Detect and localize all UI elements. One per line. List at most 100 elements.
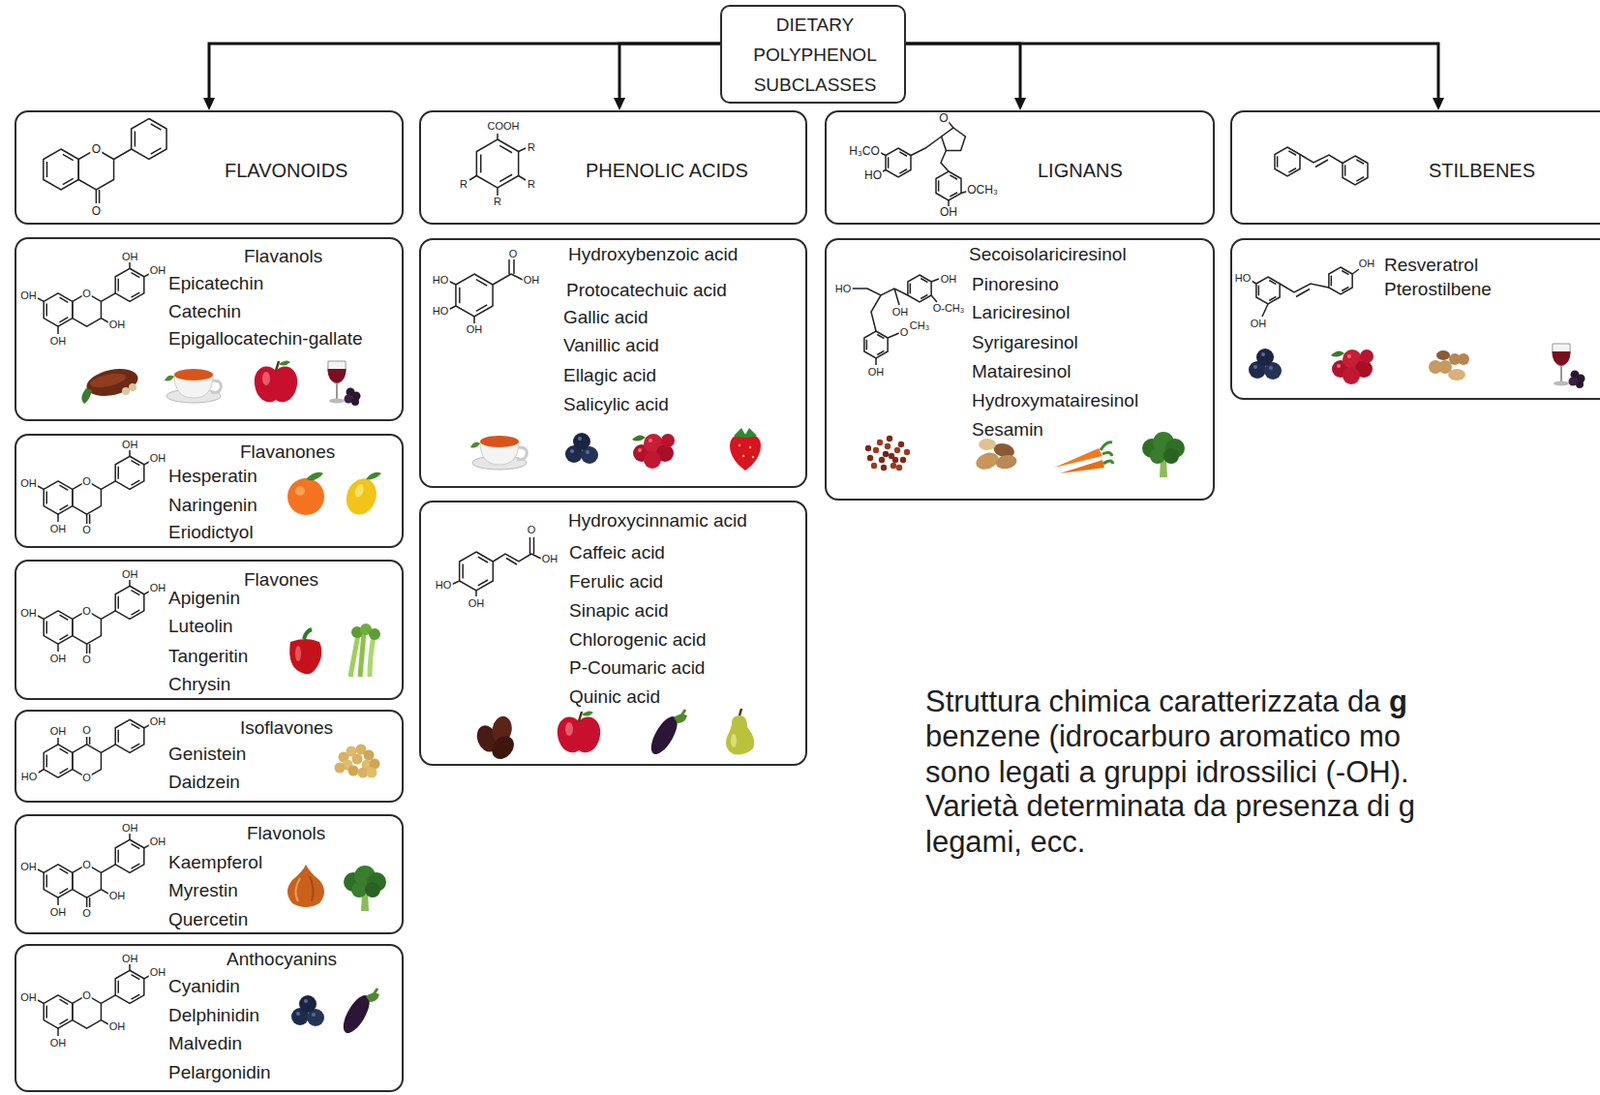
molecule-drawings bbox=[128, 450, 131, 456]
subclass-box: IsoflavonesGenisteinDaidzein bbox=[14, 709, 404, 803]
food-icons bbox=[343, 865, 387, 911]
note-text: legami, ecc. bbox=[925, 824, 1086, 860]
class-title: FLAVONOIDS bbox=[224, 159, 348, 182]
class-header-box: STILBENES bbox=[1230, 110, 1600, 225]
food-icons bbox=[341, 472, 382, 519]
subclass-title: Flavanols bbox=[243, 245, 323, 268]
compound-name: Pelargonidin bbox=[168, 1061, 272, 1084]
compound-name: Pterostilbene bbox=[1384, 278, 1492, 301]
food-icons bbox=[289, 629, 322, 674]
atom-label: OH bbox=[522, 274, 542, 286]
atom-label: HO bbox=[431, 305, 451, 317]
atom-label: COOH bbox=[486, 120, 521, 132]
atom-label: CH₃ bbox=[908, 320, 931, 332]
subclass-box: FlavonolsKaempferolMyrestinQuercetin bbox=[14, 814, 404, 935]
class-title: STILBENES bbox=[1428, 159, 1536, 182]
subclass-title: Anthocyanins bbox=[226, 948, 337, 970]
atom-label: OH bbox=[49, 653, 68, 665]
food-icons bbox=[1551, 343, 1585, 389]
compound-name: Lariciresinol bbox=[971, 301, 1070, 324]
compound-name: Salicylic acid bbox=[563, 393, 669, 416]
subclass-title: Hydroxycinnamic acid bbox=[568, 510, 748, 532]
subclass-box: Hydroxybenzoic acidProtocatechuic acidGa… bbox=[419, 238, 808, 488]
compound-name: Eriodictyol bbox=[168, 521, 254, 544]
molecule-drawings bbox=[87, 736, 91, 745]
molecule-drawings bbox=[87, 897, 91, 907]
food-icons bbox=[729, 427, 761, 471]
food-icons bbox=[327, 361, 361, 406]
atom-label: O bbox=[937, 112, 949, 124]
compound-name: Daidzein bbox=[168, 771, 241, 793]
food-icons bbox=[287, 864, 325, 907]
compound-name: Quercetin bbox=[168, 908, 248, 931]
atom-label: OH bbox=[149, 716, 168, 727]
subclass-box: AnthocyaninsCyanidinDelphinidinMalvedinP… bbox=[14, 943, 404, 1092]
compound-name: Quinic acid bbox=[569, 686, 661, 708]
molecule-drawings bbox=[43, 839, 145, 898]
molecule-drawings bbox=[476, 139, 518, 188]
atom-label: OH bbox=[108, 1021, 127, 1032]
food-icons bbox=[1330, 349, 1374, 385]
atom-label: O bbox=[81, 907, 92, 919]
atom-label: OH bbox=[120, 569, 140, 580]
molecule-drawings bbox=[1342, 155, 1368, 185]
note-text: g bbox=[1388, 684, 1408, 720]
atom-label: OH bbox=[108, 890, 127, 902]
atom-label: OH bbox=[1249, 318, 1268, 330]
molecule-drawings bbox=[95, 189, 98, 204]
molecule-drawings bbox=[941, 127, 967, 151]
compound-name: Protocatechuic acid bbox=[566, 279, 727, 302]
compound-name: Naringenin bbox=[168, 494, 258, 516]
molecule-drawings bbox=[43, 719, 145, 778]
molecule-drawings bbox=[87, 513, 91, 524]
atom-label: OH bbox=[19, 289, 38, 301]
food-icons bbox=[1054, 442, 1114, 474]
compound-name: Catechin bbox=[168, 301, 242, 323]
atom-label: OH bbox=[49, 906, 68, 918]
atom-label: OH bbox=[49, 335, 68, 347]
class-header-box: PHENOLIC ACIDS bbox=[419, 110, 808, 225]
molecule-drawings bbox=[43, 585, 145, 644]
molecule-drawings bbox=[851, 278, 939, 365]
atom-label: OH bbox=[19, 477, 38, 488]
atom-label: OH bbox=[938, 206, 959, 218]
atom-label: OH bbox=[467, 598, 486, 609]
atom-label: O bbox=[90, 143, 102, 155]
subclass-box: FlavanolsEpicatechinCatechinEpigallocate… bbox=[14, 237, 404, 422]
compound-name: Kaempferol bbox=[168, 851, 263, 874]
compound-name: Ferulic acid bbox=[569, 571, 664, 593]
food-icons bbox=[334, 744, 381, 779]
molecule-drawings bbox=[935, 171, 962, 201]
molecule-drawings bbox=[57, 1027, 60, 1036]
molecule-drawings bbox=[57, 326, 60, 334]
molecule-drawings bbox=[37, 262, 151, 334]
root-title: DIETARY POLYPHENOL SUBCLASSES bbox=[747, 9, 883, 100]
atom-label: R bbox=[492, 196, 503, 208]
atom-label: R bbox=[526, 142, 537, 153]
food-icons bbox=[973, 438, 1019, 473]
food-icons bbox=[337, 988, 380, 1037]
food-icons bbox=[287, 472, 325, 515]
compound-name: Tangeritin bbox=[168, 645, 248, 667]
molecule-drawings bbox=[1256, 276, 1280, 304]
compound-name: Malvedin bbox=[168, 1032, 242, 1055]
atom-label: OH bbox=[149, 966, 168, 978]
atom-label: O bbox=[81, 724, 92, 736]
subclass-title: Hydroxybenzoic acid bbox=[568, 243, 738, 266]
atom-label: O bbox=[81, 654, 92, 665]
compound-name: Syrigaresinol bbox=[971, 332, 1079, 354]
food-icons bbox=[254, 360, 298, 402]
root-box: DIETARY POLYPHENOL SUBCLASSES bbox=[720, 4, 906, 104]
atom-label: O-CH₃ bbox=[932, 302, 967, 314]
food-icons bbox=[632, 433, 675, 469]
atom-label: OH bbox=[19, 606, 38, 618]
atom-label: OH bbox=[120, 953, 140, 965]
molecule-drawings bbox=[878, 120, 969, 207]
compound-name: Matairesinol bbox=[971, 361, 1071, 383]
subclass-box: Hydroxycinnamic acidCaffeic acidFerulic … bbox=[419, 500, 808, 766]
molecule-drawings bbox=[1328, 267, 1353, 295]
compound-name: Myrestin bbox=[168, 879, 239, 902]
atom-label: OH bbox=[120, 822, 140, 834]
